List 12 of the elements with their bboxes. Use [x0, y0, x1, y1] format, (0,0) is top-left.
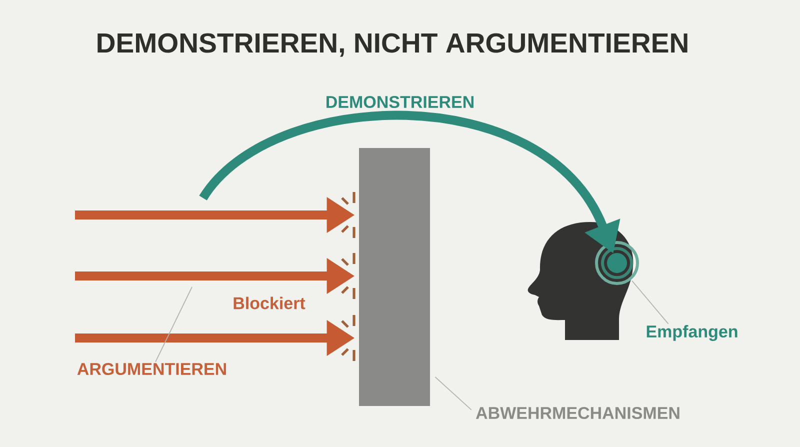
- leader-line: [434, 376, 472, 410]
- wall: [359, 148, 430, 406]
- callout-label: ABWEHRMECHANISMEN: [476, 406, 680, 420]
- arrow-label: Blockiert: [234, 296, 306, 310]
- callout-label: ARGUMENTIEREN: [77, 362, 226, 376]
- head-silhouette: [528, 222, 634, 340]
- leader-line: [632, 280, 669, 324]
- edge-label: DEMONSTRIEREN: [324, 94, 476, 110]
- leader-line: [155, 286, 192, 362]
- title: DEMONSTRIEREN, NICHT ARGUMENTIEREN: [98, 33, 688, 57]
- callout-label: Empfangen: [646, 325, 738, 341]
- target-ring: [595, 241, 639, 285]
